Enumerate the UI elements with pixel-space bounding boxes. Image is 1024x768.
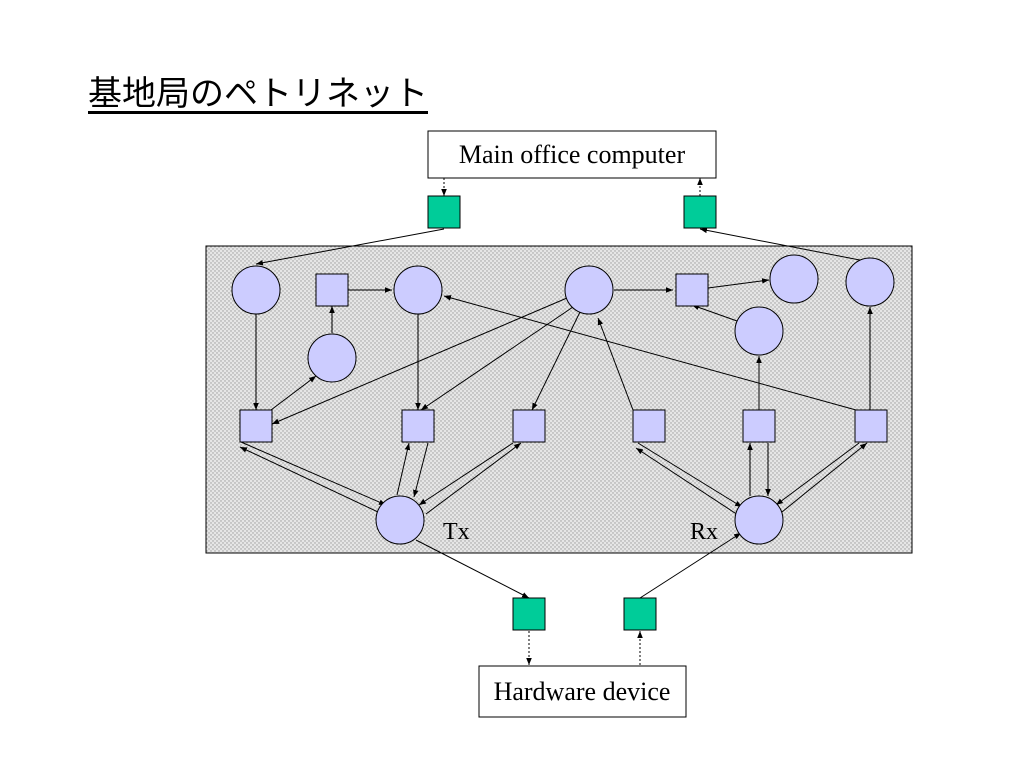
transition (512, 409, 546, 443)
interface-transition (427, 195, 461, 229)
transition (675, 273, 709, 307)
main-office-label: Main office computer (459, 140, 686, 169)
main-office-box (427, 130, 717, 179)
transition (239, 409, 273, 443)
place (769, 254, 819, 304)
place (734, 306, 784, 356)
interface-transition (623, 597, 657, 631)
transition (854, 409, 888, 443)
interface-transitions (427, 195, 717, 631)
place (231, 265, 281, 315)
place-tx (375, 495, 425, 545)
tx-label: Tx (443, 519, 470, 545)
place (307, 333, 357, 383)
hardware-device-label: Hardware device (494, 677, 671, 706)
transition (315, 273, 349, 307)
interface-transition (512, 597, 546, 631)
hardware-device-box (478, 665, 687, 718)
transitions (239, 273, 888, 443)
place-rx (734, 495, 784, 545)
interface-transition (683, 195, 717, 229)
arcs (239, 227, 873, 599)
rx-label: Rx (690, 519, 718, 545)
transition (401, 409, 435, 443)
transition (742, 409, 776, 443)
transition (632, 409, 666, 443)
place (845, 257, 895, 307)
places (231, 254, 895, 545)
place (564, 265, 614, 315)
dotted-connectors (441, 178, 703, 665)
place (393, 265, 443, 315)
slide-title: 基地局のペトリネット (88, 74, 428, 114)
